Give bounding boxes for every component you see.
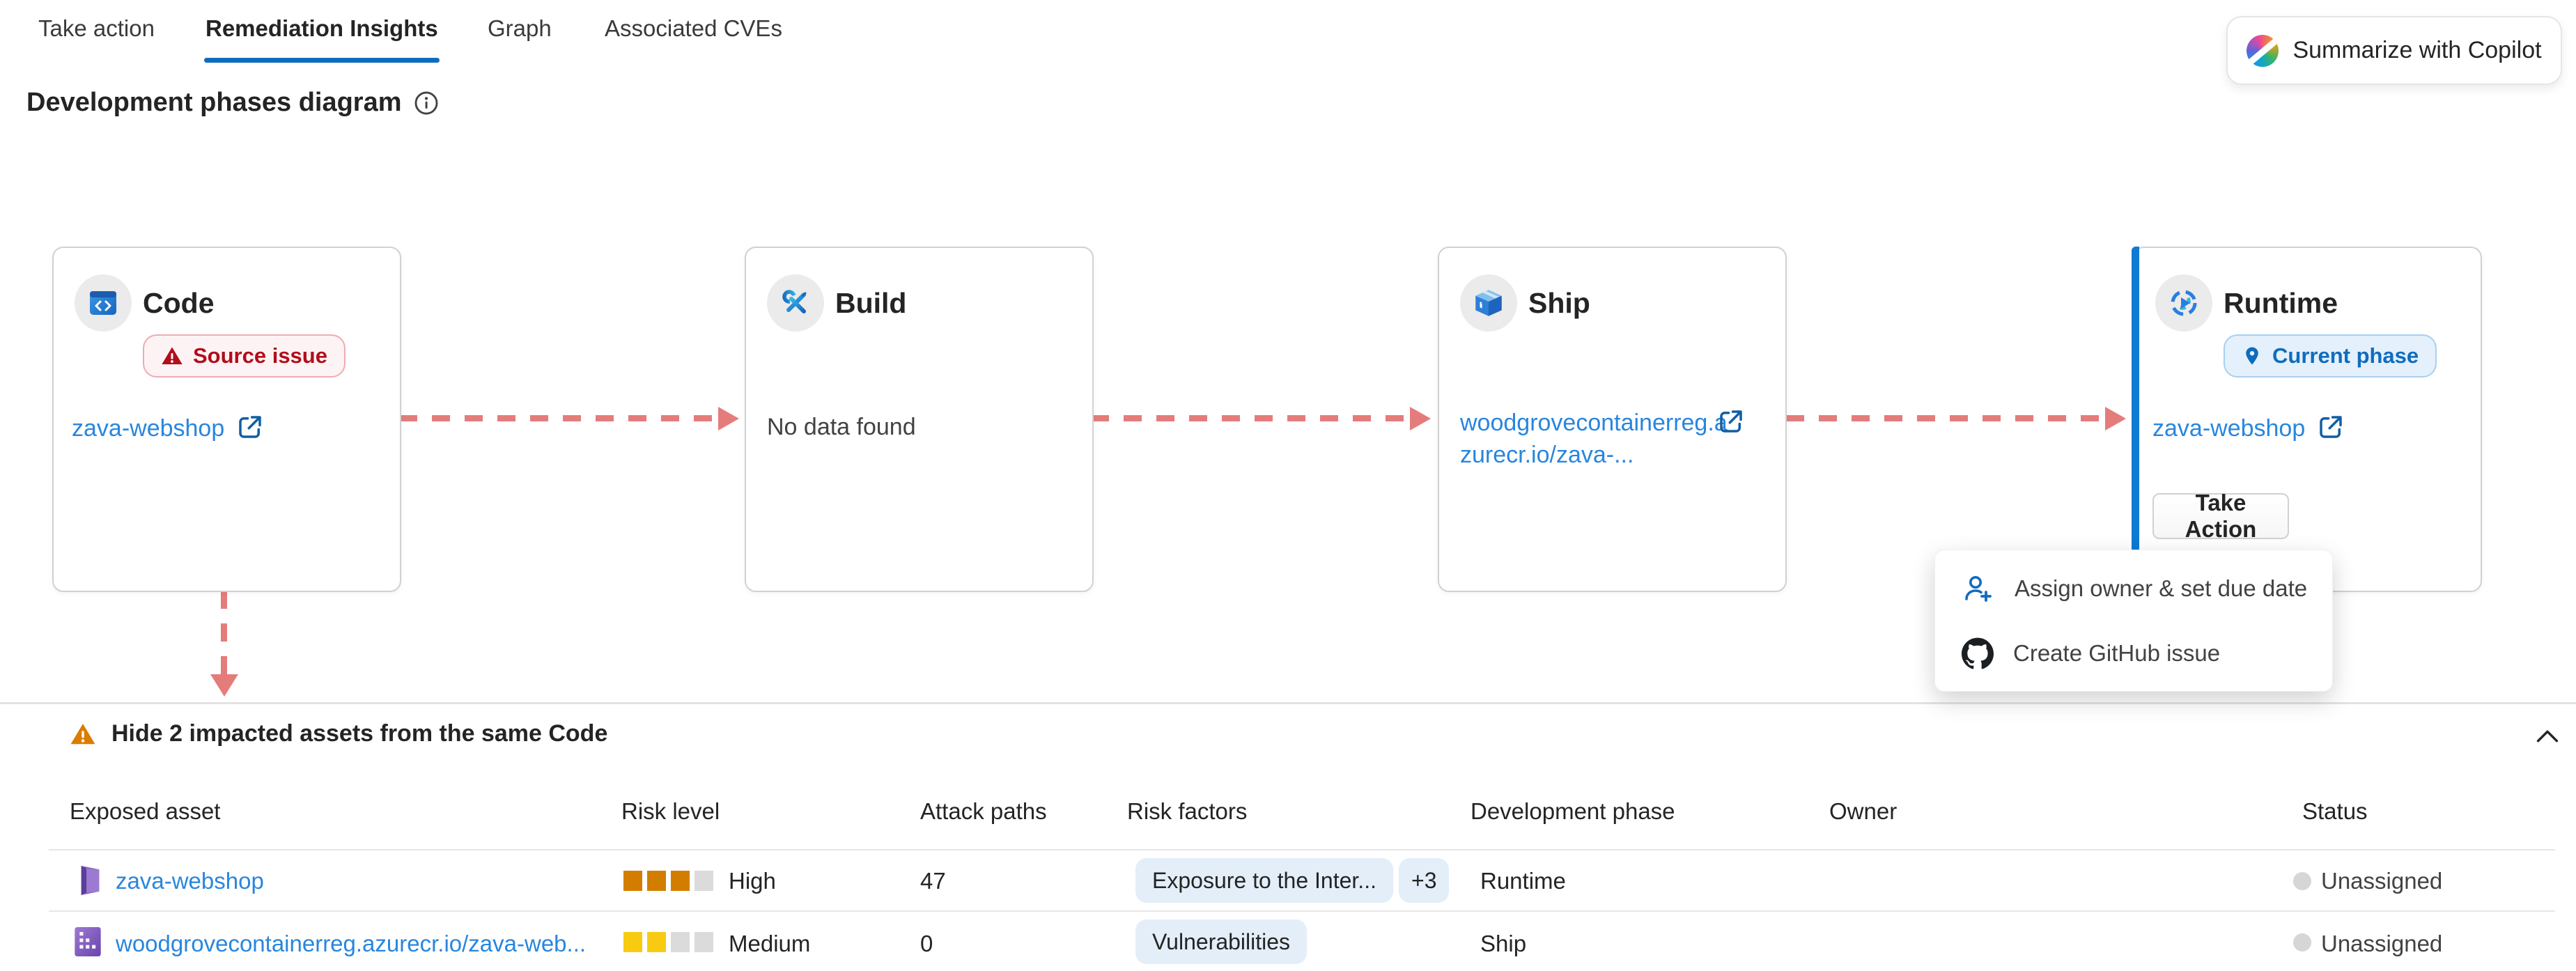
attack-paths-value: 0: [920, 931, 933, 956]
column-header-risk-factors[interactable]: Risk factors: [1127, 798, 1248, 824]
row-divider: [49, 910, 2555, 912]
column-header-owner[interactable]: Owner: [1829, 798, 1898, 824]
phase-card-code: Code Source issue zava-webshop: [52, 247, 401, 592]
status-value: Unassigned: [2321, 868, 2443, 894]
code-window-icon: [75, 274, 132, 332]
container-registry-icon: [75, 927, 101, 956]
column-header-status[interactable]: Status: [2302, 798, 2368, 824]
impacted-assets-toggle[interactable]: Hide 2 impacted assets from the same Cod…: [70, 720, 607, 747]
tools-icon: [767, 274, 824, 332]
menu-item-assign-owner[interactable]: Assign owner & set due date: [1935, 556, 2332, 621]
code-asset-link[interactable]: zava-webshop: [72, 412, 265, 444]
asset-link[interactable]: woodgrovecontainerreg.azurecr.io/zava-we…: [116, 931, 587, 956]
app-service-icon: [81, 866, 100, 895]
phase-card-ship: Ship woodgrovecontainerreg.a zurecr.io/z…: [1438, 247, 1787, 592]
flow-arrow-build-to-ship: [1091, 415, 1413, 421]
column-header-development-phase[interactable]: Development phase: [1471, 798, 1675, 824]
menu-item-create-github-issue[interactable]: Create GitHub issue: [1935, 621, 2332, 685]
phase-title-runtime: Runtime: [2224, 287, 2338, 319]
risk-level-label: High: [729, 868, 776, 894]
tab-remediation-insights[interactable]: Remediation Insights: [204, 15, 440, 63]
take-action-button[interactable]: Take Action: [2152, 490, 2289, 542]
external-link-icon: [1720, 410, 1742, 433]
current-phase-badge: Current phase: [2224, 334, 2437, 378]
runtime-asset-link-text[interactable]: zava-webshop: [2152, 415, 2306, 442]
phase-card-build: Build No data found: [745, 247, 1094, 592]
risk-factor-badge[interactable]: Exposure to the Inter...: [1135, 858, 1393, 903]
attack-paths-value: 47: [920, 868, 946, 894]
ship-registry-link[interactable]: woodgrovecontainerreg.a zurecr.io/zava-.…: [1460, 407, 1746, 471]
source-issue-label: Source issue: [193, 343, 327, 368]
summarize-with-copilot-button[interactable]: Summarize with Copilot: [2226, 16, 2562, 85]
package-icon: [1460, 274, 1517, 332]
person-add-icon: [1965, 575, 1992, 602]
risk-level-label: Medium: [729, 931, 811, 956]
info-icon[interactable]: [413, 90, 440, 116]
current-phase-label: Current phase: [2272, 343, 2419, 368]
phase-title-build: Build: [835, 287, 907, 319]
chevron-up-icon[interactable]: [2531, 720, 2563, 752]
development-phase-value: Ship: [1480, 931, 1527, 956]
phase-card-runtime: Runtime Current phase zava-webshop Take …: [2133, 247, 2482, 592]
column-header-exposed-asset[interactable]: Exposed asset: [70, 798, 221, 824]
status-dot: [2293, 933, 2311, 951]
section-divider: [0, 702, 2576, 704]
external-link-icon: [239, 416, 261, 438]
current-phase-accent-bar: [2132, 247, 2139, 591]
header-divider: [49, 849, 2555, 850]
ship-registry-link-text[interactable]: woodgrovecontainerreg.a zurecr.io/zava-.…: [1460, 407, 1728, 471]
phase-title-code: Code: [143, 287, 215, 319]
location-pin-icon: [2246, 347, 2258, 365]
risk-level-indicator: [623, 871, 713, 891]
page-title: Development phases diagram: [26, 88, 440, 118]
runtime-asset-link[interactable]: zava-webshop: [2152, 412, 2345, 444]
column-header-risk-level[interactable]: Risk level: [621, 798, 720, 824]
tab-take-action[interactable]: Take action: [38, 15, 155, 41]
runtime-icon: [2155, 274, 2212, 332]
flow-arrow-code-to-assets: [221, 591, 227, 676]
code-asset-link-text[interactable]: zava-webshop: [72, 415, 225, 442]
risk-factor-badge[interactable]: Vulnerabilities: [1135, 919, 1308, 964]
flow-arrow-code-to-build: [399, 415, 721, 421]
development-phase-value: Runtime: [1480, 868, 1566, 894]
github-icon: [1962, 637, 1994, 669]
copilot-icon: [2247, 34, 2279, 67]
external-link-icon: [2320, 416, 2342, 438]
phase-title-ship: Ship: [1528, 287, 1590, 319]
source-issue-badge: Source issue: [143, 334, 346, 378]
risk-level-indicator: [623, 932, 713, 952]
copilot-button-label: Summarize with Copilot: [2292, 37, 2542, 63]
ship-link-line2: zurecr.io/zava-...: [1460, 442, 1634, 468]
take-action-menu: Assign owner & set due date Create GitHu…: [1934, 550, 2333, 692]
page-title-text: Development phases diagram: [26, 88, 402, 117]
ship-link-line1: woodgrovecontainerreg.a: [1460, 410, 1728, 436]
menu-item-assign-owner-label: Assign owner & set due date: [2015, 575, 2308, 601]
tab-graph[interactable]: Graph: [488, 15, 552, 41]
build-no-data-text: No data found: [767, 414, 916, 440]
warning-icon: [162, 347, 183, 364]
asset-link[interactable]: zava-webshop: [116, 868, 264, 894]
tab-associated-cves[interactable]: Associated CVEs: [605, 15, 782, 41]
impacted-assets-title: Hide 2 impacted assets from the same Cod…: [111, 720, 608, 747]
menu-item-create-github-issue-label: Create GitHub issue: [2013, 639, 2221, 666]
status-dot: [2293, 872, 2311, 890]
warning-icon: [70, 723, 95, 744]
column-header-attack-paths[interactable]: Attack paths: [920, 798, 1047, 824]
risk-factor-more-badge[interactable]: +3: [1399, 858, 1450, 903]
status-value: Unassigned: [2321, 931, 2443, 956]
flow-arrow-ship-to-runtime: [1786, 415, 2108, 421]
